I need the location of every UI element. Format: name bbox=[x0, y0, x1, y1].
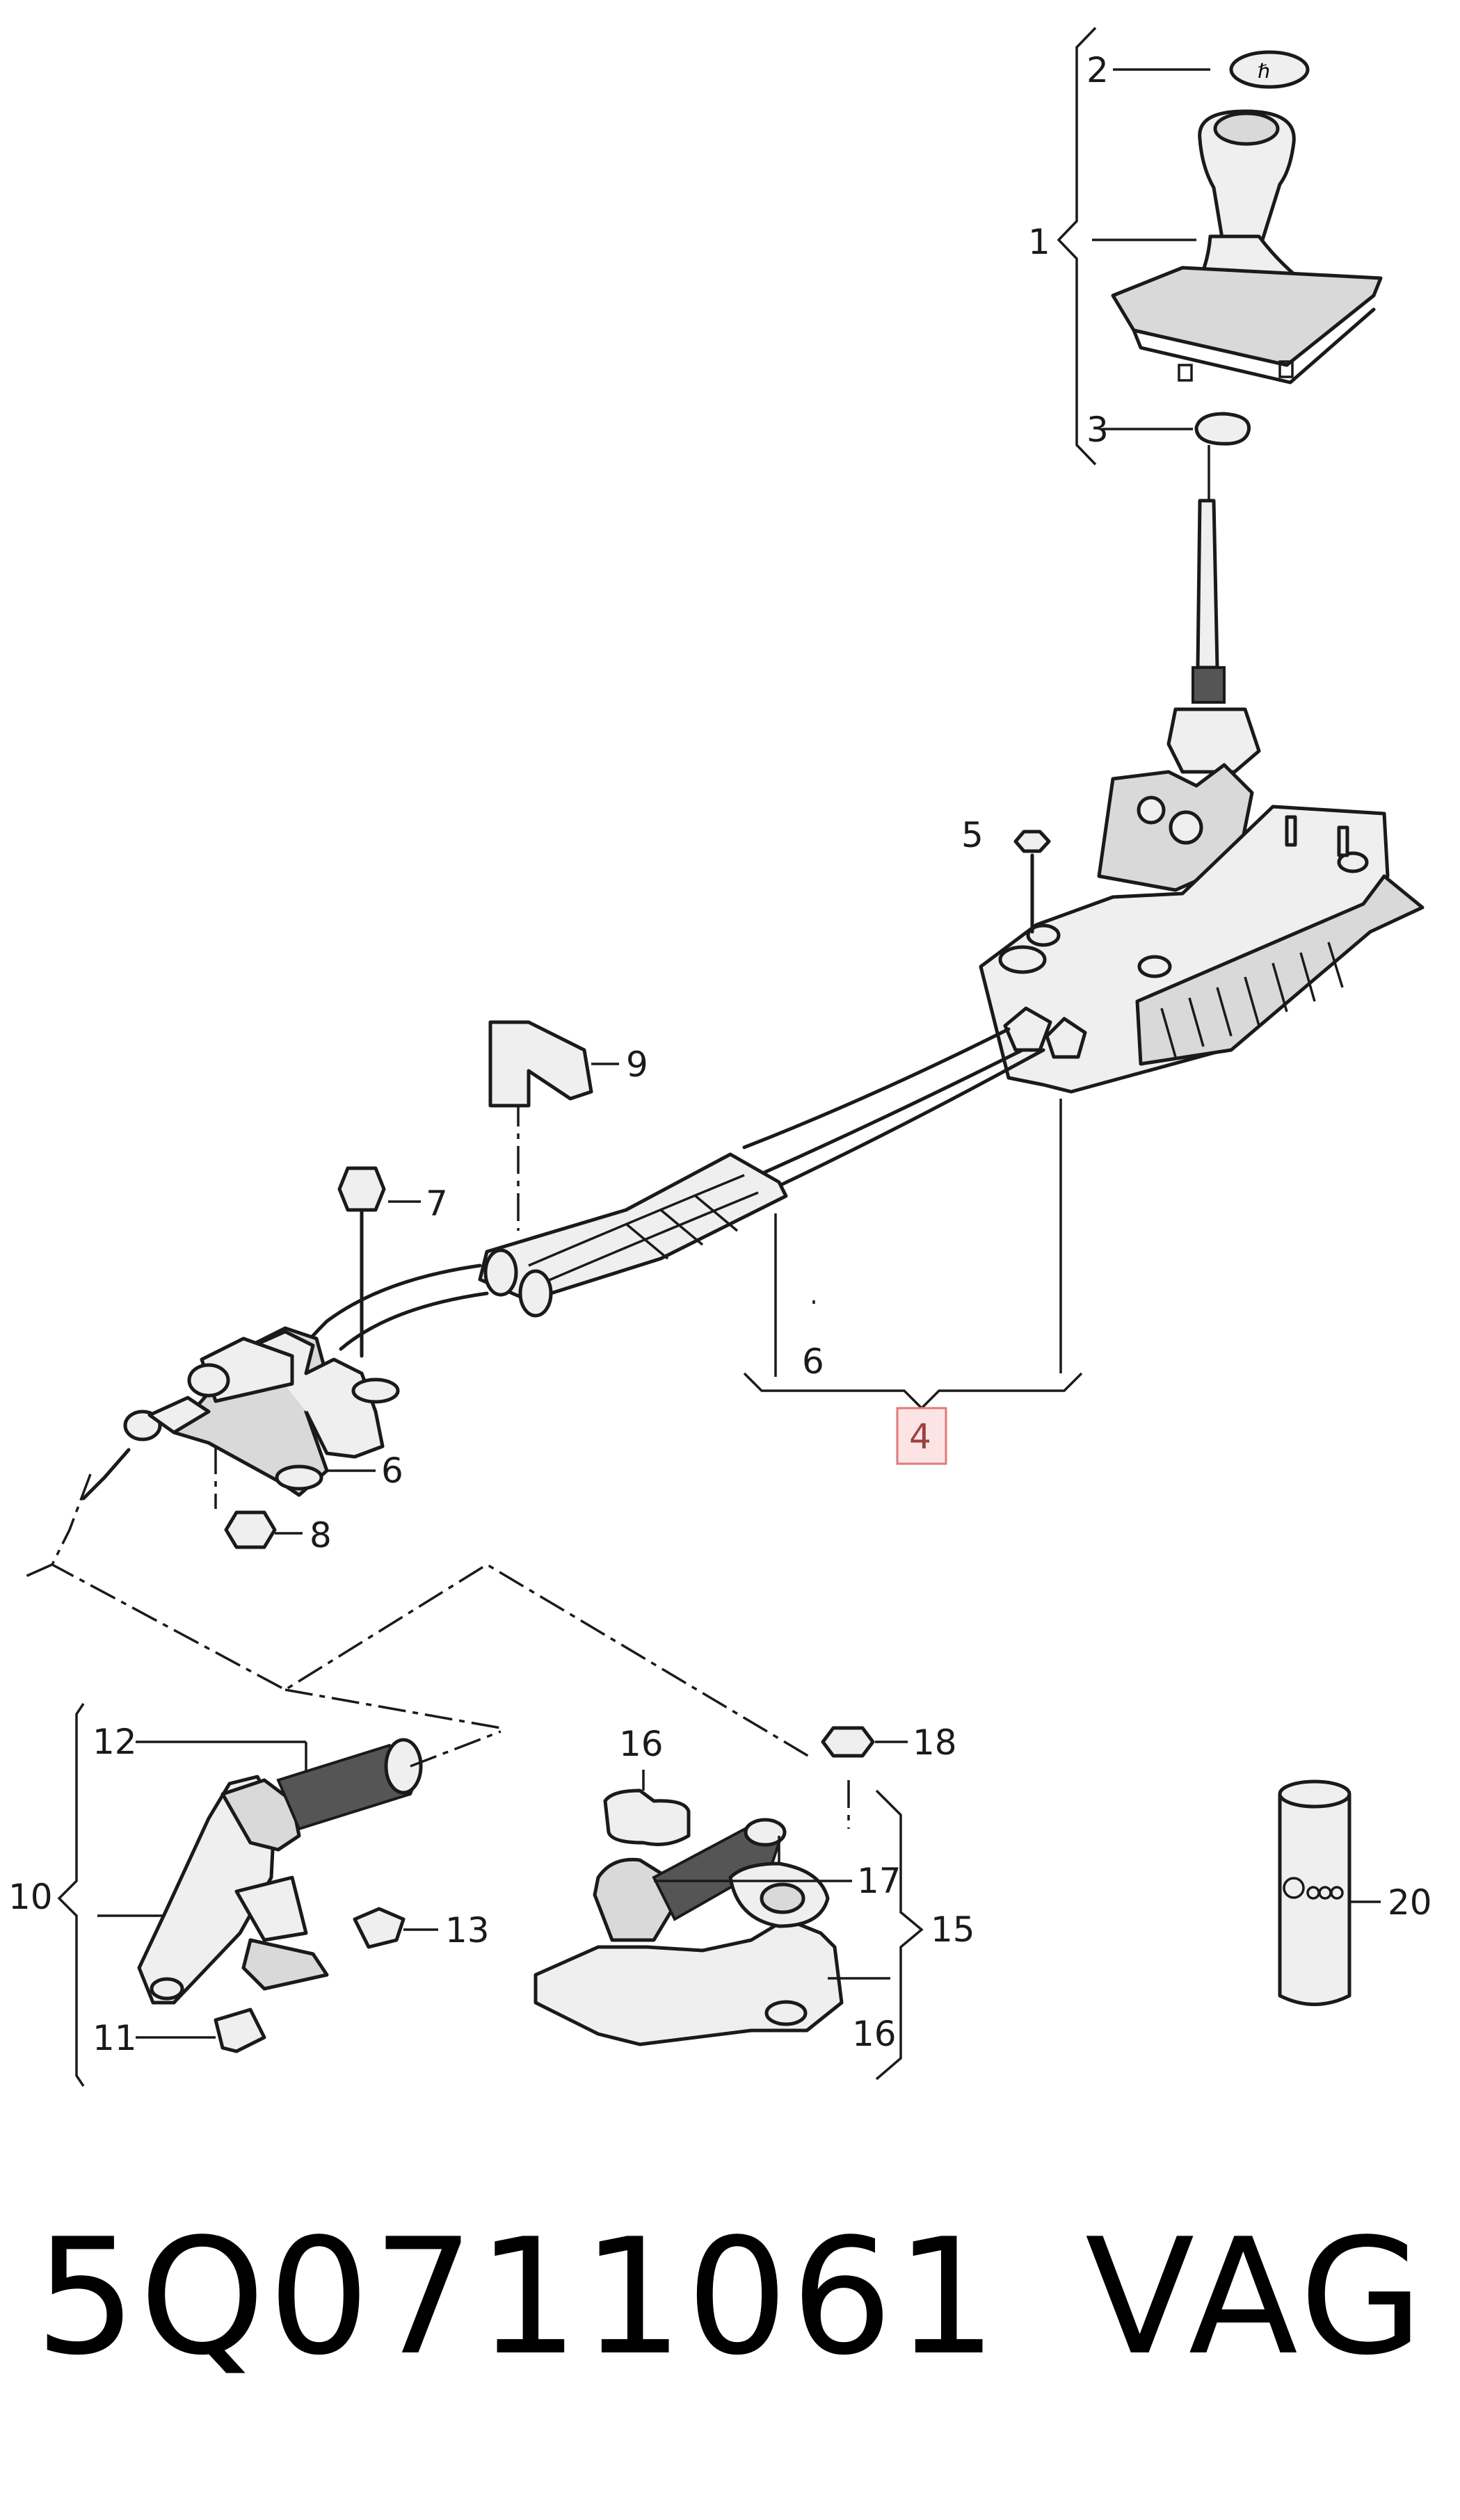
lubricant-tube bbox=[1278, 1779, 1381, 2006]
callout-20: 20 bbox=[1388, 1882, 1432, 1923]
callout-13: 13 bbox=[445, 1910, 490, 1950]
callout-7: 7 bbox=[426, 1184, 448, 1224]
callout-6-cable: 6 bbox=[802, 1341, 824, 1382]
callout-8: 8 bbox=[310, 1515, 332, 1556]
callout-10: 10 bbox=[8, 1877, 53, 1917]
callout-17: 17 bbox=[857, 1861, 901, 1901]
callout-6-bracket: 6 bbox=[381, 1451, 403, 1491]
callout-1: 1 bbox=[1028, 222, 1050, 262]
callout-11: 11 bbox=[93, 2018, 137, 2058]
callout-18: 18 bbox=[913, 1722, 957, 1763]
callout-labels: 2 1 3 5 9 7 6 6 8 12 10 13 11 16 18 17 1… bbox=[8, 50, 1432, 2058]
callout-3: 3 bbox=[1086, 410, 1109, 450]
callout-5: 5 bbox=[961, 815, 984, 855]
callout-15: 15 bbox=[931, 1909, 975, 1950]
brand-label: VAG bbox=[1085, 2205, 1428, 2391]
routing-dashes bbox=[20, 1473, 815, 1761]
callout-16-top: 16 bbox=[619, 1724, 664, 1764]
gear-knob-assembly: ℏ bbox=[1057, 26, 1383, 704]
svg-text:ℏ: ℏ bbox=[1258, 60, 1270, 83]
selector-lever-assembly bbox=[57, 1703, 502, 2087]
svg-text:4: 4 bbox=[909, 1416, 931, 1457]
shift-cables bbox=[290, 1027, 1083, 1410]
callout-9: 9 bbox=[626, 1044, 648, 1085]
cable-bracket bbox=[81, 1166, 815, 1549]
callout-16-bottom: 16 bbox=[852, 2014, 897, 2054]
cable-end-assembly bbox=[534, 1726, 924, 2081]
callout-12: 12 bbox=[93, 1722, 137, 1762]
shift-housing bbox=[979, 707, 1425, 1373]
callout-2: 2 bbox=[1086, 50, 1109, 90]
clip-9 bbox=[488, 1020, 619, 1108]
callout-4-highlighted[interactable]: 4 bbox=[896, 1407, 947, 1465]
part-number: 5Q0711061 bbox=[35, 2205, 1000, 2391]
